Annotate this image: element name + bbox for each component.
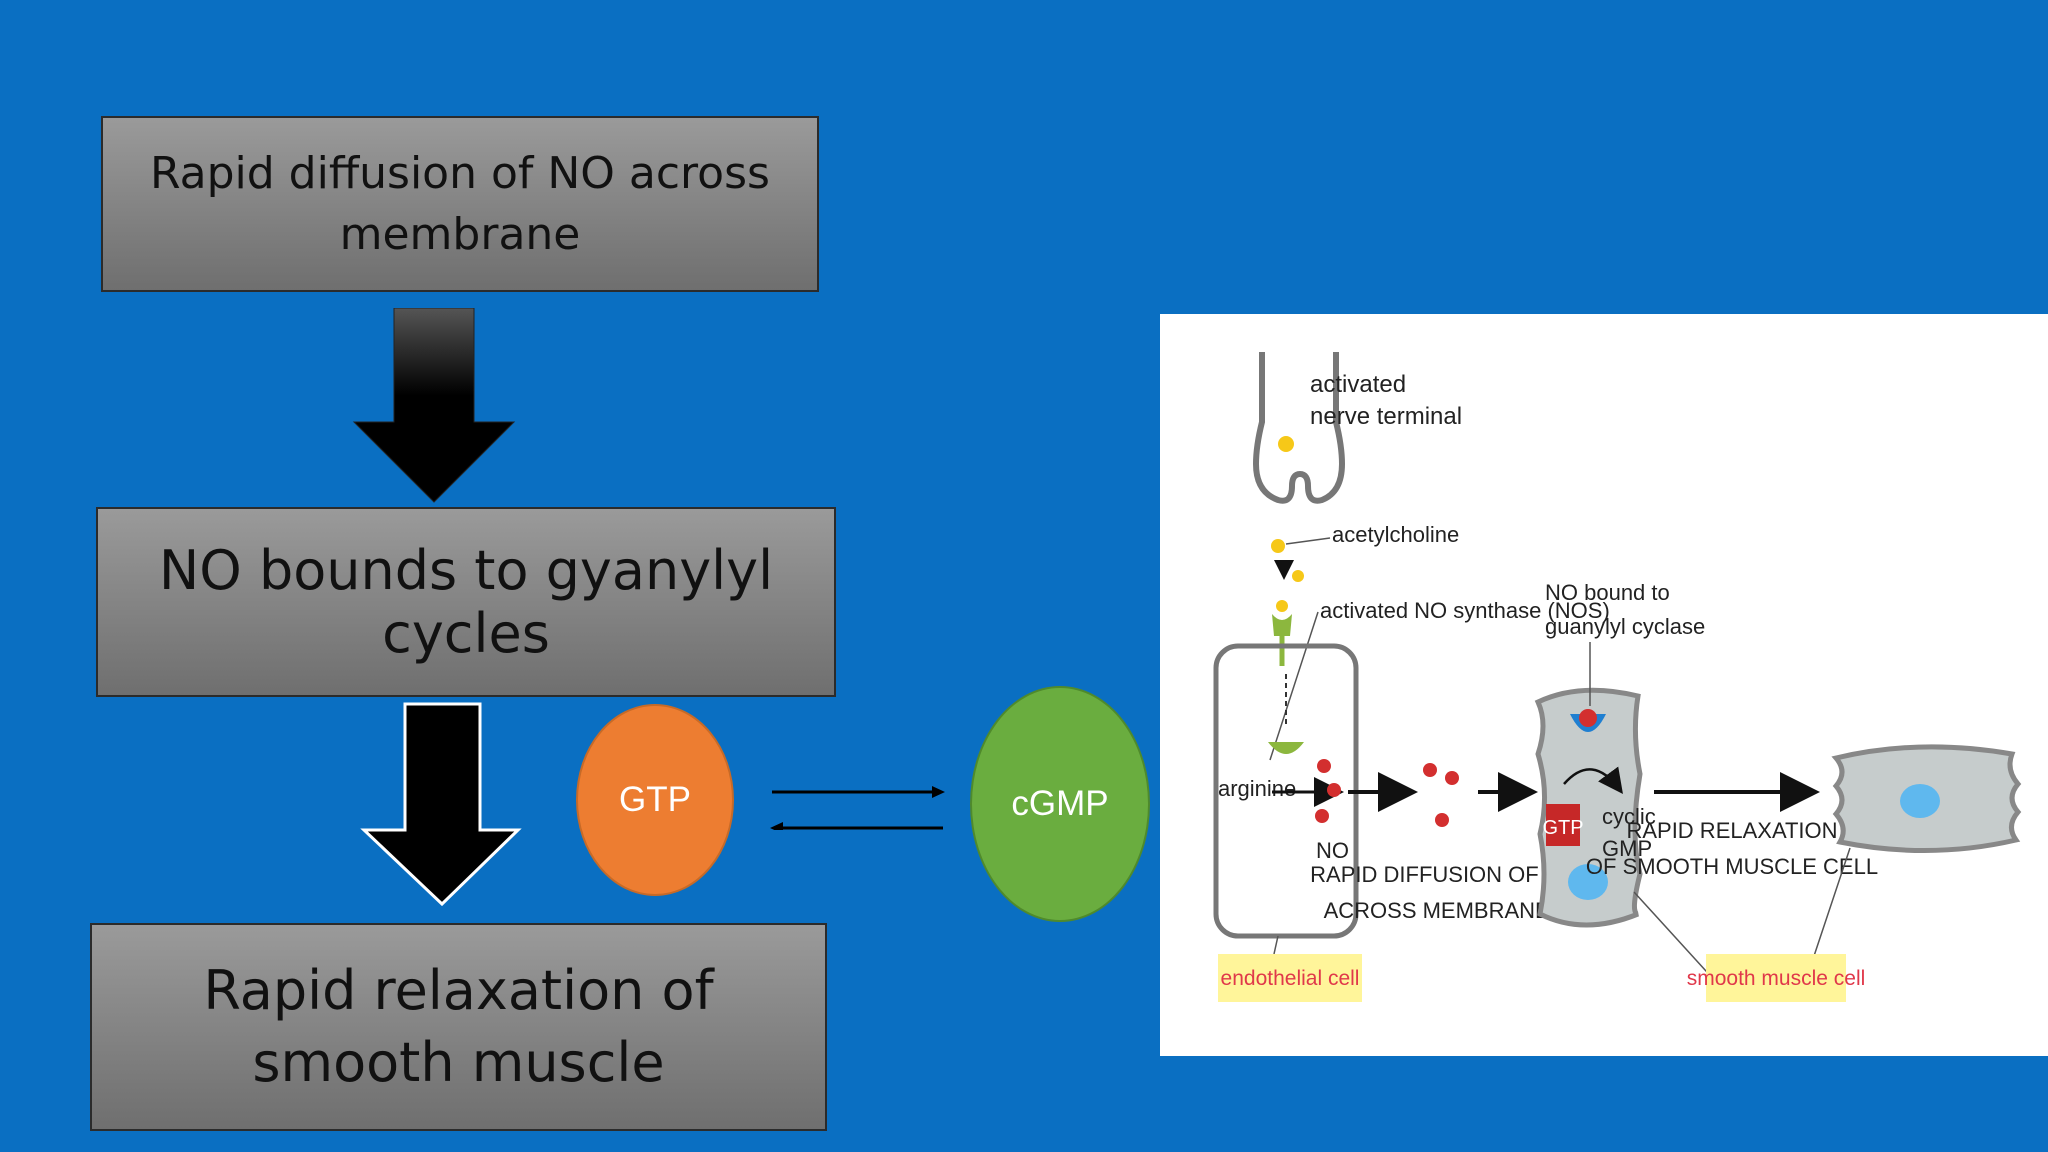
smooth-muscle-cell-label-box	[1706, 954, 1846, 1002]
relaxation-label-2: OF SMOOTH MUSCLE CELL	[1586, 854, 1878, 879]
smooth-muscle-cell-label: smooth muscle cell	[1687, 967, 1866, 990]
smooth-muscle-cell-shape	[1534, 687, 1643, 928]
flow-step-diffusion-text: Rapid diffusion of NO across membrane	[150, 148, 770, 260]
no-bound-molecule	[1579, 709, 1597, 727]
nucleus-icon	[1900, 784, 1940, 818]
relaxation-label-1: RAPID RELAXATION	[1626, 818, 1837, 843]
no-bound-label-1: NO bound to	[1545, 580, 1670, 605]
nos-label: activated NO synthase (NOS)	[1320, 598, 1610, 623]
no-molecule	[1317, 759, 1331, 773]
gtp-badge-label: GTP	[1542, 817, 1583, 839]
no-bound-label-2: guanylyl cyclase	[1545, 614, 1705, 639]
cyclic-label: cyclic	[1602, 804, 1656, 829]
flow-step-relaxation-text: Rapid relaxation of smooth muscle	[203, 959, 714, 1094]
acetylcholine-molecule	[1292, 570, 1304, 582]
no-molecule	[1435, 813, 1449, 827]
endothelial-cell-label: endothelial cell	[1221, 967, 1360, 990]
no-molecule	[1445, 771, 1459, 785]
diffusion-label-2: ACROSS MEMBRANES	[1324, 898, 1565, 923]
diffusion-label-1: RAPID DIFFUSION OF NO	[1310, 862, 1578, 887]
equilibrium-arrows	[770, 786, 945, 830]
nos-enzyme-icon	[1268, 742, 1304, 754]
receptor-icon	[1272, 614, 1292, 636]
gtp-badge	[1546, 804, 1580, 846]
gtp-circle: GTP	[576, 704, 734, 896]
nucleus-icon	[1568, 864, 1608, 900]
nitric-oxide-pathway-illustration: activated nerve terminal acetylcholine a…	[1160, 314, 2048, 1056]
pathway-svg: activated nerve terminal acetylcholine a…	[1213, 352, 2022, 1002]
flow-step-relaxation: Rapid relaxation of smooth muscle	[90, 923, 827, 1131]
gmp-label: GMP	[1602, 836, 1652, 861]
cgmp-circle: cGMP	[970, 686, 1150, 922]
flow-step-diffusion: Rapid diffusion of NO across membrane	[101, 116, 819, 292]
flow-step-binding: NO bounds to gyanylyl cycles	[96, 507, 836, 697]
acetylcholine-label: acetylcholine	[1332, 522, 1459, 547]
cgmp-label: cGMP	[1011, 784, 1109, 823]
acetylcholine-molecule	[1271, 539, 1285, 553]
endothelial-cell-label-box	[1218, 954, 1362, 1002]
nerve-terminal-label-1: activated	[1310, 371, 1406, 398]
nerve-terminal-shape	[1252, 352, 1346, 504]
no-molecule	[1423, 763, 1437, 777]
no-molecule	[1327, 783, 1341, 797]
gtp-label: GTP	[619, 780, 691, 819]
arginine-label: arginine	[1218, 776, 1296, 801]
down-arrow-2	[360, 702, 522, 907]
no-molecule	[1315, 809, 1329, 823]
down-arrow-1	[352, 308, 516, 503]
nerve-terminal-label-2: nerve terminal	[1310, 403, 1462, 430]
vesicle-icon	[1278, 436, 1294, 452]
flow-step-binding-text: NO bounds to gyanylyl cycles	[158, 539, 774, 665]
no-label: NO	[1316, 838, 1349, 863]
